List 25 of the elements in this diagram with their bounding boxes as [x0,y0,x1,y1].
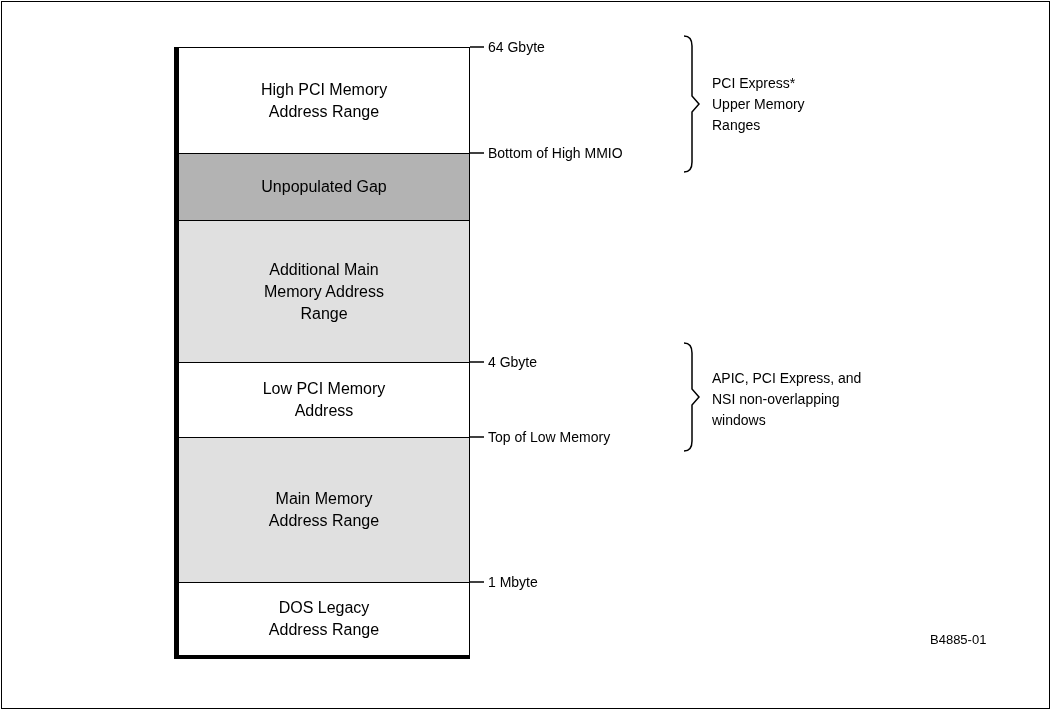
address-label: 1 Mbyte [488,573,538,592]
address-label: 4 Gbyte [488,353,538,372]
leader-line [469,581,485,583]
region-label: Low PCI Memory Address [261,379,387,421]
memory-region [178,47,470,154]
memory-region [178,582,470,656]
address-label: Top of Low Memory [488,428,611,447]
memory-region [178,220,470,363]
address-label: 64 Gbyte [488,38,545,57]
memory-region [178,153,470,221]
region-label: Unpopulated Gap [261,177,387,197]
leader-line [469,436,485,438]
figure-id: B4885-01 [930,631,987,649]
region-label: Main Memory Address Range [267,489,381,531]
region-label: High PCI Memory Address Range [259,79,389,122]
memory-region [178,362,470,438]
leader-line [469,361,485,363]
region-label: Additional Main Memory Address Range [262,259,385,324]
range-note: APIC, PCI Express, and NSI non-overlapping windows [712,369,863,430]
region-label: DOS Legacy Address Range [267,598,381,640]
leader-line [469,152,485,154]
address-label: Bottom of High MMIO [488,144,623,163]
memory-region [178,437,470,583]
leader-line [469,46,485,48]
range-note: PCI Express* Upper Memory Ranges [712,74,806,135]
